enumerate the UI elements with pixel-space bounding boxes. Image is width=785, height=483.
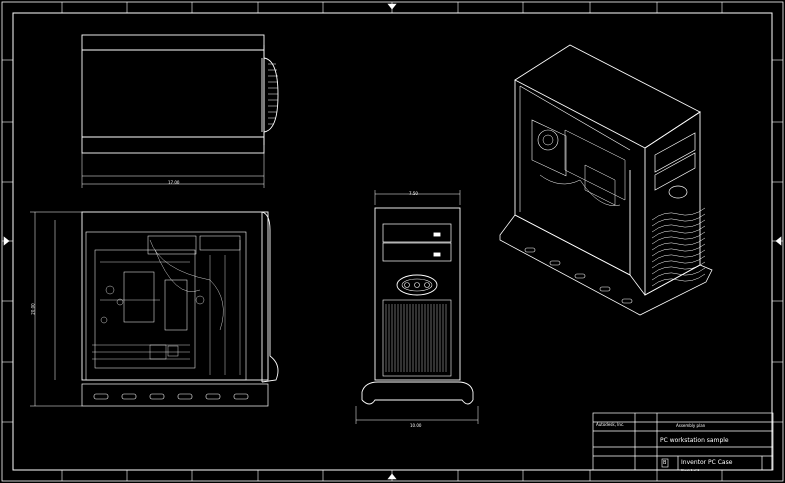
side-view (30, 211, 279, 407)
iso-vent-wave (651, 249, 706, 263)
iso-vent-wave (651, 261, 706, 275)
iso-vent-wave (651, 267, 706, 281)
title-block-field-4: B (663, 460, 667, 466)
title-block-field-3: Inventor PC Case (681, 459, 733, 466)
iso-vent-wave (651, 219, 706, 233)
iso-vent-wave (651, 213, 706, 227)
title-block-field-6: Assembly plan (676, 423, 706, 428)
iso-vent-wave (651, 243, 706, 257)
iso-vent-wave (651, 231, 706, 245)
iso-vent-wave (651, 207, 706, 221)
sheet-inner-border (12, 12, 773, 471)
iso-vent-wave (651, 225, 706, 239)
front-view (355, 190, 479, 424)
iso-vent-wave (651, 273, 706, 287)
isometric-view (499, 44, 713, 316)
side-view-dimension: 20.00 (30, 303, 36, 315)
iso-vent-wave (651, 255, 706, 269)
front-view-dimension-bottom: 10.00 (410, 423, 422, 428)
front-view-dimension-top: 7.50 (409, 191, 418, 196)
title-block-field-5: Sheet 1 of 1 (681, 468, 700, 472)
iso-vent-wave (651, 237, 706, 251)
title-block (592, 412, 774, 471)
title-block-field-1: Autodesk, Inc. (596, 422, 625, 427)
top-view-dimension: 17.00 (168, 180, 180, 185)
title-block-field-2: PC workstation sample (660, 437, 729, 444)
top-view (81, 34, 279, 188)
